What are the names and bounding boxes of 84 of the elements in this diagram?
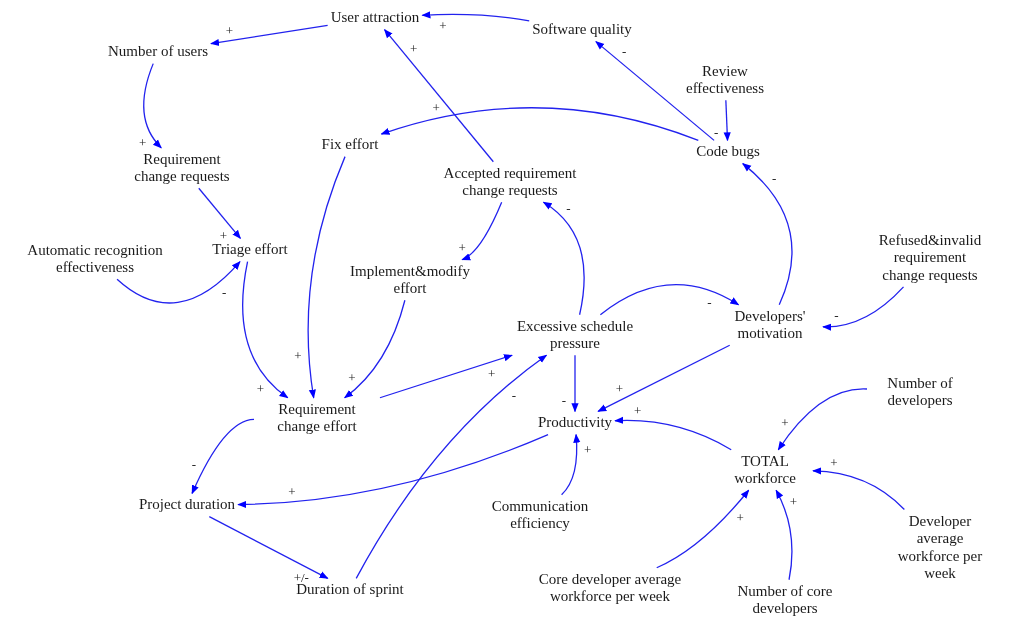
polarity-label: - — [714, 125, 719, 139]
polarity-label: - — [511, 388, 516, 402]
variable-label: Accepted requirement change requests — [427, 164, 593, 200]
polarity-label: - — [561, 393, 567, 407]
causal-arrow — [822, 286, 905, 331]
causal-arrow — [461, 201, 503, 261]
variable-label: Communication efficiency — [480, 497, 600, 533]
polarity-label: + — [584, 442, 592, 456]
variable-label: Developer average workforce per week — [896, 512, 984, 582]
polarity-label: + — [288, 484, 296, 498]
causal-arrow — [383, 28, 494, 163]
causal-arrow — [542, 201, 585, 316]
variable-label: Triage effort — [212, 241, 288, 259]
polarity-label: + — [487, 366, 496, 380]
causal-arrow — [599, 284, 740, 316]
causal-arrow — [307, 156, 346, 399]
variable-label: Number of users — [108, 43, 208, 61]
polarity-label: + — [736, 510, 744, 524]
causal-arrow — [775, 489, 793, 581]
causal-arrow — [656, 489, 750, 569]
causal-arrow — [777, 388, 868, 451]
variable-label: Requirement change requests — [122, 150, 242, 186]
polarity-label: + — [830, 455, 838, 469]
polarity-label: + — [634, 403, 642, 417]
polarity-label: + — [432, 100, 440, 114]
polarity-label: + — [781, 415, 789, 429]
polarity-label: - — [566, 201, 571, 215]
causal-arrow — [116, 260, 241, 304]
polarity-label: - — [191, 457, 196, 471]
causal-arrow — [242, 261, 289, 399]
causal-arrow — [343, 299, 406, 399]
variable-label: Review effectiveness — [670, 62, 780, 98]
variable-label: Fix effort — [321, 136, 379, 154]
variable-label: User attraction — [330, 9, 420, 27]
causal-arrow — [571, 354, 579, 413]
polarity-label: - — [622, 44, 627, 58]
variable-label: Number of core developers — [725, 582, 845, 618]
causal-arrow — [198, 187, 241, 240]
causal-arrow — [191, 418, 255, 495]
causal-arrow — [560, 433, 581, 496]
polarity-label: + — [138, 135, 147, 149]
variable-label: Software quality — [532, 21, 632, 39]
causal-arrow — [614, 416, 732, 451]
variable-label: Automatic recognition effectiveness — [5, 241, 185, 277]
variable-label: Implement&modify effort — [340, 262, 480, 298]
variable-label: TOTAL workforce — [720, 452, 810, 488]
polarity-label: + — [294, 348, 302, 362]
causal-arrow — [742, 163, 793, 306]
polarity-label: - — [707, 295, 712, 309]
variable-label: Project duration — [138, 496, 236, 514]
polarity-label: - — [222, 285, 227, 299]
causal-arrow — [237, 434, 549, 508]
polarity-label: + — [789, 494, 798, 508]
causal-arrow — [208, 516, 329, 580]
polarity-label: - — [834, 308, 839, 322]
variable-label: Refused&invalid requirement change requests — [878, 232, 982, 284]
polarity-label: +/- — [293, 570, 309, 584]
variable-label: Requirement change effort — [257, 400, 377, 436]
variable-label: Code bugs — [696, 143, 760, 161]
polarity-label: + — [348, 370, 356, 384]
variable-label: Productivity — [537, 414, 613, 432]
polarity-label: + — [410, 41, 418, 55]
polarity-label: + — [615, 381, 624, 395]
polarity-label: + — [439, 19, 447, 32]
polarity-label: + — [225, 23, 234, 37]
polarity-label: + — [458, 240, 466, 254]
causal-arrow — [597, 344, 731, 413]
causal-arrow — [723, 99, 731, 142]
variable-label: Excessive schedule pressure — [500, 317, 650, 353]
variable-label: Duration of sprint — [296, 581, 404, 599]
causal-arrow — [595, 41, 715, 142]
variable-label: Number of developers — [870, 374, 970, 410]
causal-arrow — [380, 107, 699, 142]
variable-label: Core developer average workforce per week — [515, 570, 705, 606]
causal-arrow — [143, 63, 162, 149]
polarity-label: + — [219, 228, 227, 242]
causal-arrow — [421, 11, 530, 22]
causal-arrow — [379, 354, 513, 399]
polarity-label: + — [256, 381, 265, 395]
causal-arrow — [210, 24, 329, 46]
causal-arrow — [355, 354, 548, 580]
causal-arrow — [812, 467, 905, 511]
variable-label: Developers' motivation — [720, 307, 820, 343]
polarity-label: - — [772, 171, 777, 185]
